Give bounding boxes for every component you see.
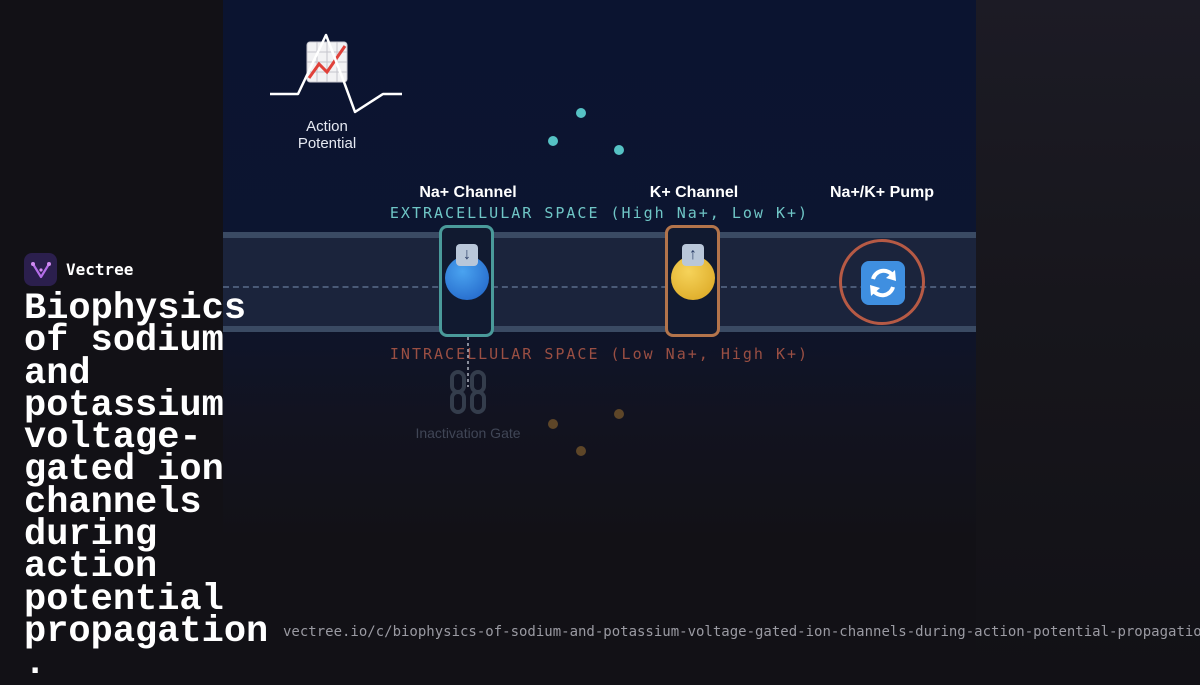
counterclockwise-arrows-icon — [861, 261, 905, 305]
na-k-pump — [839, 239, 925, 325]
extracellular-ion-dot — [548, 136, 558, 146]
action-potential-graphic — [270, 33, 402, 114]
chain-link-icon — [450, 370, 486, 414]
action-potential-trace — [270, 33, 402, 114]
extracellular-space-label: EXTRACELLULAR SPACE (High Na+, Low K+) — [389, 204, 810, 222]
pump-label: Na+/K+ Pump — [829, 184, 935, 201]
inactivation-gate-tether — [467, 337, 469, 387]
intracellular-ion-dot — [548, 419, 558, 429]
extracellular-ion-dot — [614, 145, 624, 155]
arrow-up-icon: ↑ — [682, 244, 704, 266]
intracellular-ion-dot — [614, 409, 624, 419]
intracellular-ion-dot — [576, 446, 586, 456]
action-potential-label: Action Potential — [297, 118, 357, 152]
inactivation-gate-label: Inactivation Gate — [415, 425, 521, 441]
source-url: vectree.io/c/biophysics-of-sodium-and-po… — [283, 624, 1200, 640]
extracellular-ion-dot — [576, 108, 586, 118]
arrow-down-icon: ↓ — [456, 244, 478, 266]
intracellular-space-label: INTRACELLULAR SPACE (Low Na+, High K+) — [389, 345, 810, 363]
na-channel-label: Na+ Channel — [419, 184, 517, 201]
background-right — [976, 0, 1200, 675]
k-channel: ↑ — [665, 225, 720, 337]
membrane-midline — [223, 286, 976, 288]
brand: Vectree — [24, 253, 133, 286]
brand-name: Vectree — [66, 260, 134, 279]
na-channel: ↓ — [439, 225, 494, 337]
vectree-logo-icon — [24, 253, 57, 286]
page-title: Biophysics of sodium and potassium volta… — [24, 288, 269, 685]
k-channel-label: K+ Channel — [649, 184, 739, 201]
diagram-panel: Action Potential Na+ Channel K+ Channel … — [223, 0, 976, 675]
